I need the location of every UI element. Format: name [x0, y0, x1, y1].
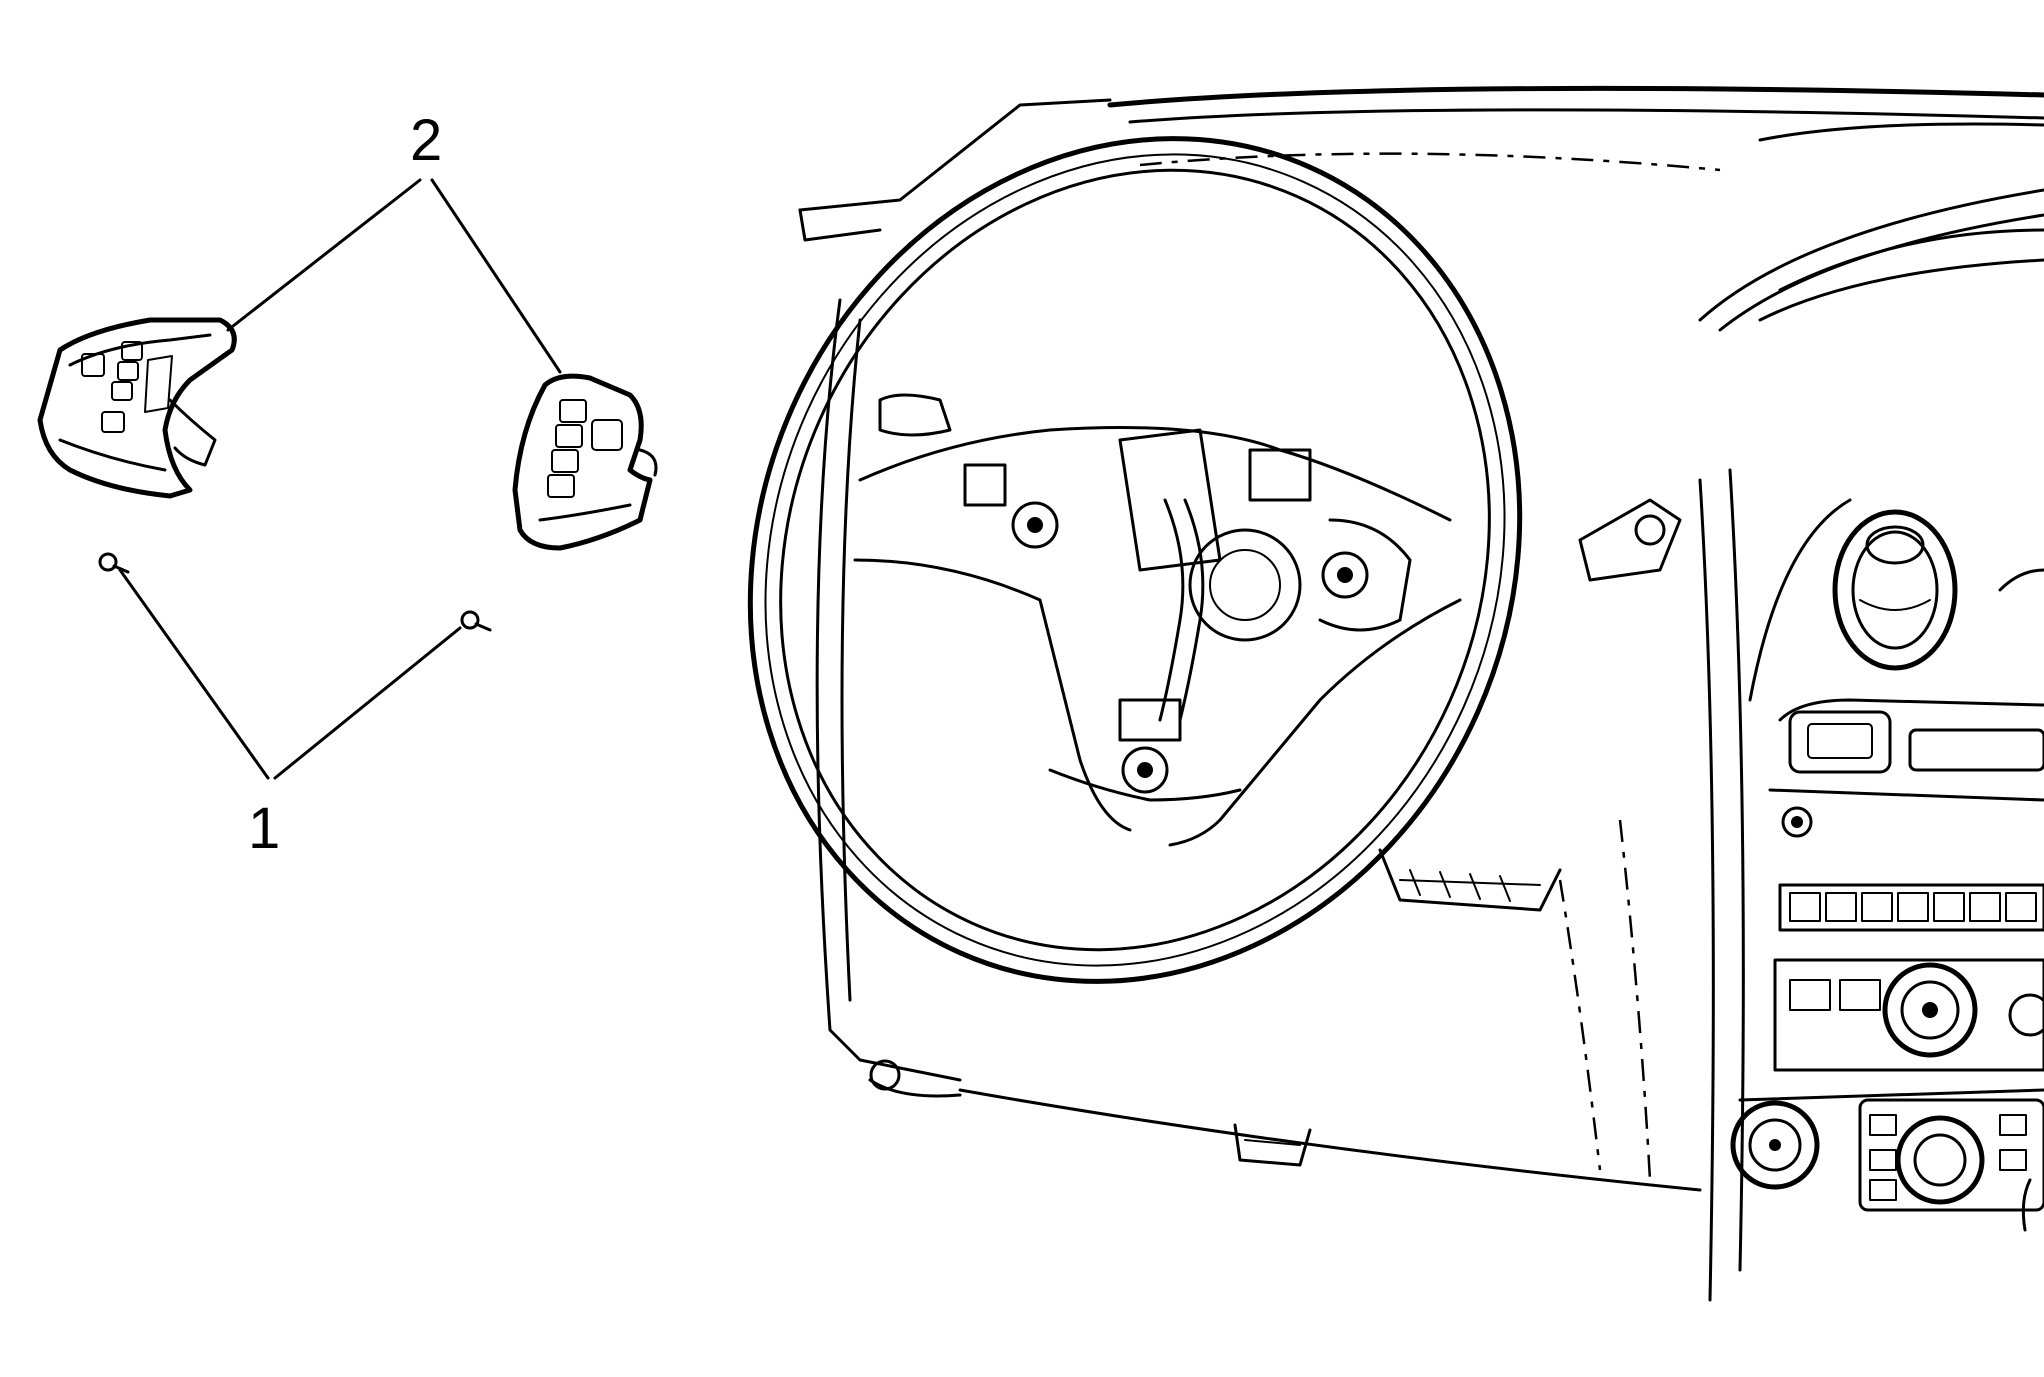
screw-left: [98, 552, 118, 572]
leader-2-right: [430, 178, 562, 374]
callout-label-1: 1: [248, 796, 281, 861]
leader-1-right: [273, 626, 462, 780]
screw-right: [460, 610, 480, 630]
left-switch-assembly: [37, 317, 237, 499]
center-stack: [1730, 498, 2044, 1232]
instrument-panel: [798, 85, 2044, 1302]
leader-1-left: [118, 568, 270, 780]
leader-2-left: [226, 178, 422, 332]
screws: [98, 552, 492, 632]
callout-label-2: 2: [410, 108, 443, 173]
leader-lines: [118, 178, 562, 780]
steering-wheel: [747, 136, 1682, 984]
right-switch-assembly: [512, 373, 658, 551]
